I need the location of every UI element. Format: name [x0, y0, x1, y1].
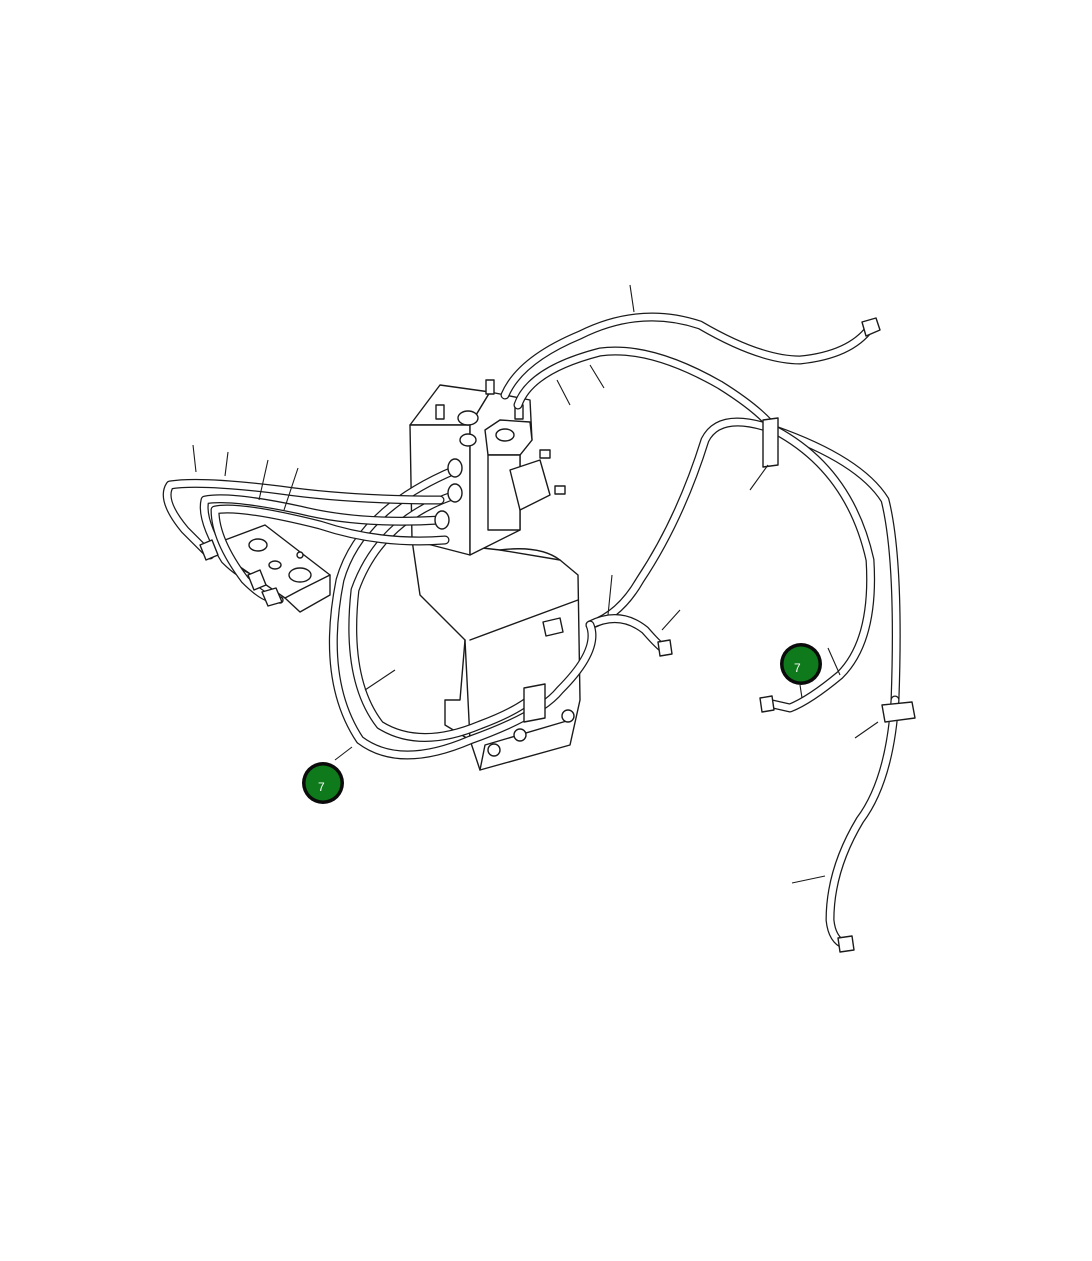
- leader-lines: [192, 284, 879, 884]
- clamps: [523, 417, 916, 723]
- hoses: [162, 312, 901, 950]
- callout-right[interactable]: 7: [780, 643, 822, 685]
- callout-left-marker: [305, 765, 341, 801]
- fittings: [199, 317, 881, 953]
- callout-right-marker: [783, 646, 819, 682]
- valve-block: [409, 379, 566, 556]
- callout-right-label: 7: [794, 661, 801, 675]
- callout-left[interactable]: 7: [302, 762, 344, 804]
- callout-left-label: 7: [318, 780, 325, 794]
